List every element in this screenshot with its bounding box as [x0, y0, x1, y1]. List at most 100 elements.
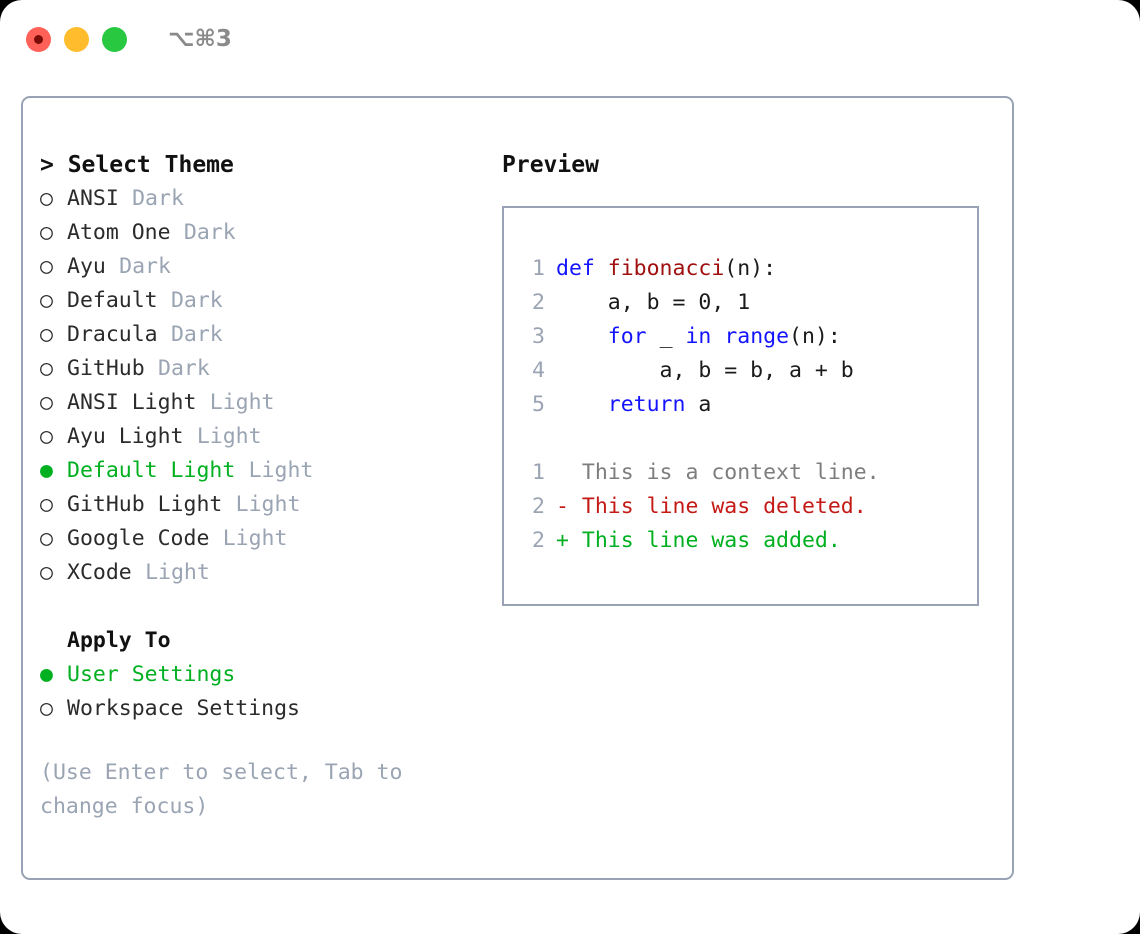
apply-to-heading: Apply To — [67, 628, 171, 653]
spacer — [40, 590, 495, 624]
theme-option-dracula[interactable]: ○ Dracula Dark — [40, 318, 495, 352]
theme-variant-badge: Light — [196, 424, 262, 449]
radio-selected-icon: ● — [40, 662, 53, 687]
line-number: 2 — [532, 290, 545, 315]
theme-option-label: ANSI Light — [67, 390, 197, 415]
code-line: 3 for _ in range(n): — [504, 320, 977, 354]
code-sample: 1 def fibonacci(n): 2 a, b = 0, 1 3 for _ i… — [504, 252, 977, 422]
theme-variant-badge: Dark — [183, 220, 236, 245]
code-token-fn: fibonacci — [607, 256, 725, 281]
theme-option-label: GitHub Light — [67, 492, 223, 517]
diff-line-content: This line was deleted. — [581, 494, 867, 519]
code-token-plain: (n): — [789, 324, 841, 349]
diff-sign — [556, 456, 582, 490]
radio-selected-icon: ● — [40, 458, 53, 483]
code-line: 4 a, b = b, a + b — [504, 354, 977, 388]
line-number: 1 — [532, 256, 545, 281]
code-token-kw: for — [607, 324, 647, 349]
code-token-plain: (n): — [724, 256, 777, 281]
close-active-indicator — [34, 34, 43, 44]
traffic-light-group — [26, 26, 127, 52]
code-token-plain — [711, 324, 724, 349]
apply-to-list[interactable]: ● User Settings ○Workspace Settings — [40, 658, 495, 726]
theme-option-default-light[interactable]: ● Default Light Light — [40, 454, 495, 488]
theme-option-github[interactable]: ○ GitHub Dark — [40, 352, 495, 386]
theme-option-label: XCode — [67, 560, 132, 585]
zoom-button-icon[interactable] — [102, 26, 127, 52]
code-diff-separator — [504, 422, 977, 456]
theme-variant-badge: Dark — [132, 186, 184, 211]
code-line-content: a, b = 0, 1 — [556, 286, 750, 320]
theme-option-ansi-light[interactable]: ○ ANSI Light Light — [40, 386, 495, 420]
code-token-plain — [556, 324, 608, 349]
radio-unselected-icon: ○ — [40, 288, 53, 313]
apply-to-option-user-settings[interactable]: ● User Settings — [40, 658, 495, 692]
radio-unselected-icon: ○ — [40, 322, 53, 347]
theme-option-label: GitHub — [67, 356, 145, 381]
theme-option-label: Ayu — [67, 254, 106, 279]
diff-line-del: 2- This line was deleted. — [504, 490, 977, 524]
title-bar: ⌥⌘3 — [0, 0, 1140, 78]
theme-option-label: Ayu Light — [67, 424, 184, 449]
code-token-plain: a, b = 0, 1 — [556, 290, 751, 315]
diff-sign: - — [556, 494, 582, 519]
theme-option-label: Atom One — [67, 220, 171, 245]
code-token-plain — [556, 392, 608, 417]
code-token-kw: in — [685, 324, 712, 349]
line-number: 5 — [532, 392, 545, 417]
radio-unselected-icon: ○ — [40, 560, 53, 585]
diff-sign: + — [556, 528, 582, 553]
keyboard-hint-text: (Use Enter to select, Tab to change focu… — [40, 760, 416, 819]
code-token-plain: a — [685, 392, 712, 417]
code-token-kw: return — [607, 392, 686, 417]
code-line: 5 return a — [504, 388, 977, 422]
radio-unselected-icon: ○ — [40, 356, 53, 381]
diff-line-ctx: 1 This is a context line. — [504, 456, 977, 490]
code-token-plain: a, b = b, a + b — [556, 358, 854, 383]
theme-variant-badge: Dark — [158, 356, 210, 381]
close-button-icon[interactable] — [26, 26, 51, 52]
apply-to-option-label: Workspace Settings — [67, 696, 300, 721]
theme-option-label: ANSI — [67, 186, 119, 211]
theme-option-label: Dracula — [67, 322, 158, 347]
theme-option-label: Google Code — [67, 526, 210, 551]
minimize-button-icon[interactable] — [64, 26, 89, 52]
radio-unselected-icon: ○ — [40, 526, 53, 551]
diff-line-content: This line was added. — [581, 528, 841, 553]
theme-variant-badge: Light — [209, 390, 275, 415]
radio-unselected-icon: ○ — [40, 390, 53, 415]
page-title: > Select Theme — [40, 152, 234, 178]
theme-variant-badge: Light — [235, 492, 301, 517]
apply-to-option-label: User Settings — [67, 662, 236, 687]
line-number: 2 — [532, 494, 545, 519]
diff-sample: 1 This is a context line.2- This line wa… — [504, 456, 977, 558]
apply-to-option-workspace-settings[interactable]: ○Workspace Settings — [40, 692, 495, 726]
theme-variant-badge: Light — [248, 458, 314, 483]
line-number: 4 — [532, 358, 545, 383]
code-line-content: return a — [556, 388, 712, 422]
line-number: 1 — [532, 460, 545, 485]
theme-option-ayu-light[interactable]: ○ Ayu Light Light — [40, 420, 495, 454]
code-token-plain: _ — [646, 324, 686, 349]
radio-unselected-icon: ○ — [40, 424, 53, 449]
theme-option-label: Default Light — [67, 458, 236, 483]
code-line-content: a, b = b, a + b — [556, 354, 854, 388]
line-number: 3 — [532, 324, 545, 349]
diff-line-add: 2+ This line was added. — [504, 524, 977, 558]
code-line-content: for _ in range(n): — [556, 320, 841, 354]
code-line-content: def fibonacci(n): — [556, 252, 776, 286]
diff-line-content: This is a context line. — [581, 460, 880, 485]
theme-variant-badge: Dark — [170, 322, 223, 347]
keyboard-shortcut-label: ⌥⌘3 — [168, 26, 232, 52]
